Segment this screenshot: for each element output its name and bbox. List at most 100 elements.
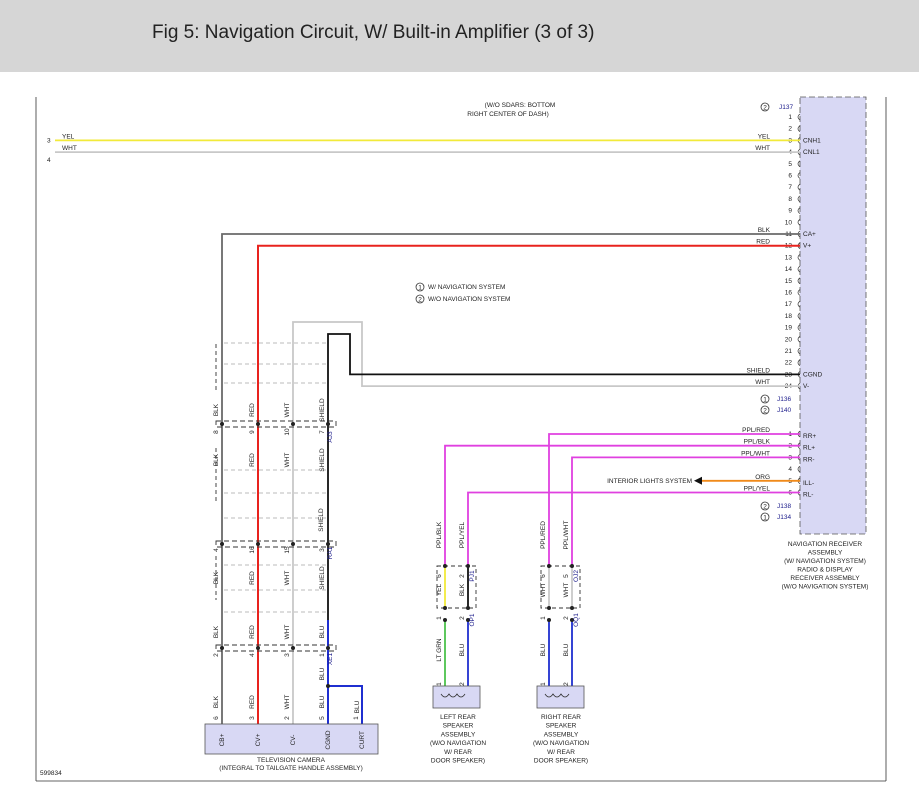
camera-signal-CV-: CV-: [290, 735, 297, 746]
receiver-pin-bracket: [797, 254, 801, 261]
receiver-label-2: (W/ NAVIGATION SYSTEM): [784, 558, 866, 565]
right_speaker-label-1: SPEAKER: [546, 723, 577, 730]
receiver-j137-circle-number-circle: [760, 102, 770, 112]
harness-aj3-pin-0: 8: [213, 430, 220, 434]
connector-xe1: XE1: [327, 652, 334, 665]
harness-wire-mid-3: SHIELD: [319, 448, 326, 472]
left_speaker-lower-wire-1: BLU: [459, 643, 466, 656]
right_speaker-spk-pin-1: 2: [563, 682, 570, 686]
receiver-pin-9: 9: [788, 208, 792, 215]
harness-dot-ra1-0: [220, 542, 224, 546]
harness-ra1-pin-0: 4: [213, 548, 220, 552]
harness-dot-xe1-3: [326, 646, 330, 650]
harness-shield-ra1-top: SHIELD: [318, 508, 325, 532]
harness-dot-ra1-1: [256, 542, 260, 546]
receiver-signal-CA+: CA+: [803, 231, 816, 238]
harness-dot-xe1-1: [256, 646, 260, 650]
right_speaker-pinA-0: 6: [540, 574, 547, 578]
receiver-j140-circle-number: 2: [763, 407, 767, 414]
receiver2-wire-2: PPL/BLK: [744, 439, 771, 446]
harness-wire-mid-1: RED: [249, 453, 256, 467]
left_speaker-conn-lower: OP1: [469, 613, 476, 626]
right_speaker-pinA-1: 5: [563, 574, 570, 578]
right_speaker-spk-pin-0: 1: [540, 682, 547, 686]
left_speaker-connector-box: [436, 565, 477, 609]
camera-pin-CV-: 2: [284, 716, 291, 720]
receiver-pin-bracket: [797, 324, 801, 331]
wire-ppl-yel: [467, 491, 800, 566]
harness-wire-mid-0: BLK: [213, 453, 220, 466]
wire-ppl-blk: [444, 444, 800, 566]
receiver-j140-circle-number-circle: [760, 405, 770, 415]
receiver-pin-bracket: [797, 195, 801, 203]
diagram-id: 599834: [40, 770, 62, 777]
legend-circle-number-1: 1: [418, 284, 422, 291]
receiver-wire-23: SHIELD: [747, 367, 771, 374]
receiver-pin-22: 22: [785, 360, 793, 367]
receiver-pin-bracket: [797, 312, 801, 320]
receiver-wire-24: WHT: [755, 379, 770, 386]
receiver-pin-bracket: [797, 300, 801, 308]
harness-ra1-pin-2: 15: [284, 546, 291, 554]
right_speaker-dot-c-1: [570, 618, 574, 622]
receiver-j136-circle-number-circle: [760, 394, 770, 404]
left_speaker-box: [432, 685, 481, 709]
right_speaker-box: [536, 685, 585, 709]
left-wire-wht: WHT: [62, 145, 77, 152]
right_speaker-mid-wire-1: WHT: [563, 583, 570, 598]
camera-signal-CURT: CURT: [359, 731, 366, 749]
receiver2-pin-bracket: [797, 465, 801, 473]
harness-aj3-pin-1: 9: [249, 430, 256, 434]
camera-pin-CV+: 3: [249, 716, 256, 720]
harness-aj3-pin-2: 10: [284, 428, 291, 436]
receiver-pin-16: 16: [785, 290, 793, 297]
receiver2-signal-RL-: RL-: [803, 492, 813, 499]
connector-j134: J134: [777, 514, 791, 521]
receiver-pin-19: 19: [785, 325, 793, 332]
receiver-label-4: RECEIVER ASSEMBLY: [790, 575, 860, 582]
left_speaker-dot-c-1: [466, 618, 470, 622]
receiver2-wire-6: PPL/YEL: [744, 486, 771, 493]
camera-box: [204, 723, 379, 755]
receiver-pin-bracket: [797, 172, 801, 179]
receiver-pin-bracket: [797, 219, 801, 226]
left_speaker-label-5: DOOR SPEAKER): [431, 758, 485, 765]
left-wire-yel: YEL: [62, 133, 75, 140]
wire-blk-ca+: [221, 233, 800, 740]
receiver-signal-CNL1: CNL1: [803, 149, 820, 156]
harness-aj3-pin-3: 7: [319, 430, 326, 434]
receiver-pin-13: 13: [785, 254, 793, 261]
receiver-j138-circle-number-circle: [760, 501, 770, 511]
connector-aj3: AJ3: [327, 431, 334, 443]
harness-dot-ra1-3: [326, 542, 330, 546]
camera-signal-CV+: CV+: [255, 733, 262, 746]
receiver-signal-CNH1: CNH1: [803, 137, 821, 144]
receiver2-pin-4: 4: [788, 466, 792, 473]
receiver-box: [799, 96, 867, 535]
connector-j140: J140: [777, 407, 791, 414]
left_speaker-dot-b-1: [466, 606, 470, 610]
receiver-pin-6: 6: [788, 173, 792, 180]
right_speaker-dot-b-1: [570, 606, 574, 610]
right_speaker-speaker-icon: [544, 693, 570, 698]
right_speaker-dot-a-0: [547, 564, 551, 568]
legend-circle-number-2-circle: [415, 294, 425, 304]
left_speaker-speaker-icon: [440, 693, 466, 698]
connector-ra1: RA1: [327, 546, 334, 559]
receiver2-signal-RR+: RR+: [803, 433, 816, 440]
connector-j138: J138: [777, 503, 791, 510]
wire-wht-v-: [292, 321, 800, 725]
legend-circle-number-1-circle: [415, 282, 425, 292]
harness-wire-low-2: WHT: [284, 571, 291, 586]
wire-blu-curt: [328, 685, 363, 740]
camera-label-2: (INTEGRAL TO TAILGATE HANDLE ASSEMBLY): [219, 765, 363, 772]
camera-pin-CURT: 1: [353, 716, 360, 720]
receiver-pin-bracket: [797, 113, 801, 121]
left_speaker-label-3: (W/O NAVIGATION: [430, 740, 486, 747]
right_speaker-label-2: ASSEMBLY: [544, 731, 579, 738]
left_speaker-mid-wire-1: BLK: [459, 583, 466, 596]
harness-wire-mid-2: WHT: [284, 453, 291, 468]
right_speaker-mid-wire-0: WHT: [540, 583, 547, 598]
harness-dot-aj3-2: [291, 422, 295, 426]
